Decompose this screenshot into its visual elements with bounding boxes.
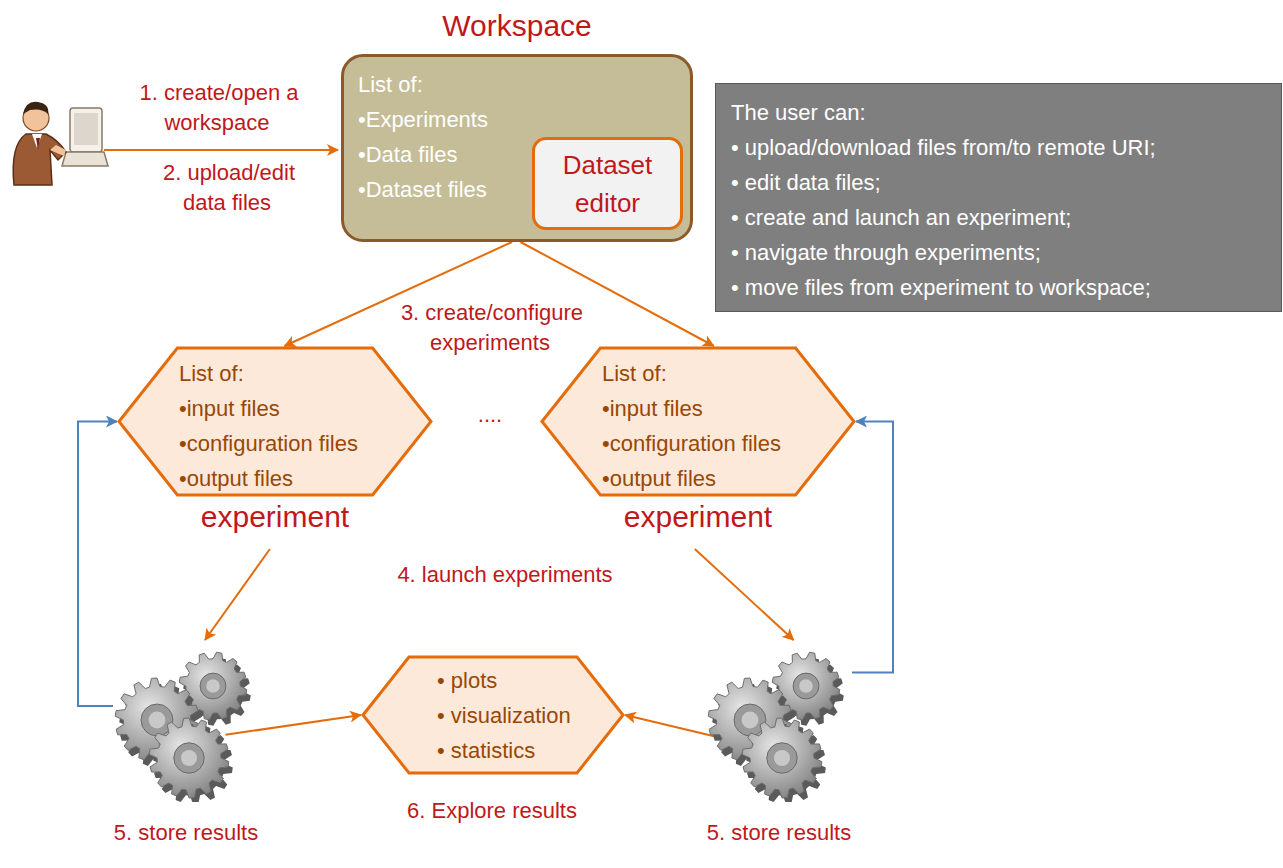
experiment-title: experiment <box>624 500 772 534</box>
gear-axle <box>774 750 790 766</box>
gear-axle <box>742 712 759 729</box>
flow-arrow <box>695 549 794 640</box>
list-item: •output files <box>602 461 856 496</box>
results-hexagon: • plots• visualization• statistics <box>361 655 625 775</box>
step-label: 1. create/open a workspace <box>111 78 325 138</box>
gear-axle <box>149 712 166 729</box>
list-item: •Experiments <box>358 102 690 137</box>
list-item: •output files <box>179 461 433 496</box>
result-item: • statistics <box>437 733 625 768</box>
workspace-box: List of:•Experiments•Data files•Dataset … <box>341 54 693 242</box>
text-area: • plots• visualization• statistics <box>361 655 625 775</box>
step-text: 6. Explore results <box>405 798 579 823</box>
gear-face <box>149 718 229 798</box>
step-label: 6. Explore results <box>362 796 622 826</box>
text-area: The user can:• upload/download files fro… <box>716 84 1281 311</box>
gears-illustration <box>706 642 852 802</box>
user-arrow <box>104 149 338 151</box>
step-text: .... <box>476 402 504 427</box>
list-item: •configuration files <box>179 426 433 461</box>
experiment-hexagon: List of:•input files•configuration files… <box>540 346 856 497</box>
editor-box: Dataset editor <box>532 137 683 230</box>
step-label: .... <box>460 400 520 430</box>
gear-axle <box>206 679 220 693</box>
experiment-hexagon: List of:•input files•configuration files… <box>117 346 433 497</box>
gear-axle <box>181 750 197 766</box>
step-text: 3. create/configure experiments <box>399 300 583 355</box>
step-label: 2. upload/edit data files <box>148 158 308 218</box>
text-area: List of:•input files•configuration files… <box>540 346 856 497</box>
flow-arrow <box>205 549 270 640</box>
gear-hub <box>793 673 819 699</box>
user-figure <box>13 102 108 185</box>
text-area: List of:•input files•configuration files… <box>117 346 433 497</box>
list-item: •input files <box>179 391 433 426</box>
flow-arrow <box>78 422 117 707</box>
list-heading: List of: <box>358 67 690 102</box>
gear-hub <box>174 743 204 773</box>
gear-axle <box>799 679 813 693</box>
list-item: •input files <box>602 391 856 426</box>
list-item: •configuration files <box>602 426 856 461</box>
note-item: • upload/download files from/to remote U… <box>731 130 1281 165</box>
result-item: • visualization <box>437 698 625 733</box>
gears-illustration <box>113 642 259 802</box>
text-area <box>113 642 259 802</box>
list-heading: List of: <box>179 356 433 391</box>
gears-process: 5. store results <box>706 642 852 802</box>
note-item: • edit data files; <box>731 165 1281 200</box>
flow-arrow <box>852 422 893 673</box>
step-label: 5. store results <box>114 820 258 846</box>
gear-face <box>742 718 822 798</box>
text-area: Dataset editor <box>535 140 680 227</box>
step-text: 2. upload/edit data files <box>161 160 295 215</box>
result-item: • plots <box>437 663 625 698</box>
list-heading: List of: <box>602 356 856 391</box>
step-label: 4. launch experiments <box>355 560 655 590</box>
note-heading: The user can: <box>731 95 1281 130</box>
step-label: 5. store results <box>707 820 851 846</box>
step-text: 1. create/open a workspace <box>137 80 298 135</box>
experiment-title: experiment <box>201 500 349 534</box>
step-label: 3. create/configure experiments <box>373 298 609 358</box>
text-area <box>706 642 852 802</box>
workspace-title: Workspace <box>442 9 592 43</box>
step-text: 4. launch experiments <box>395 562 614 587</box>
editor-label: Dataset editor <box>539 146 676 222</box>
gear-hub <box>767 743 797 773</box>
note-item: • create and launch an experiment; <box>731 200 1281 235</box>
gear-hub <box>200 673 226 699</box>
note-box: The user can:• upload/download files fro… <box>715 83 1282 312</box>
note-item: • move files from experiment to workspac… <box>731 270 1281 305</box>
flow-arrow <box>225 715 361 735</box>
note-item: • navigate through experiments; <box>731 235 1281 270</box>
gears-process: 5. store results <box>113 642 259 802</box>
